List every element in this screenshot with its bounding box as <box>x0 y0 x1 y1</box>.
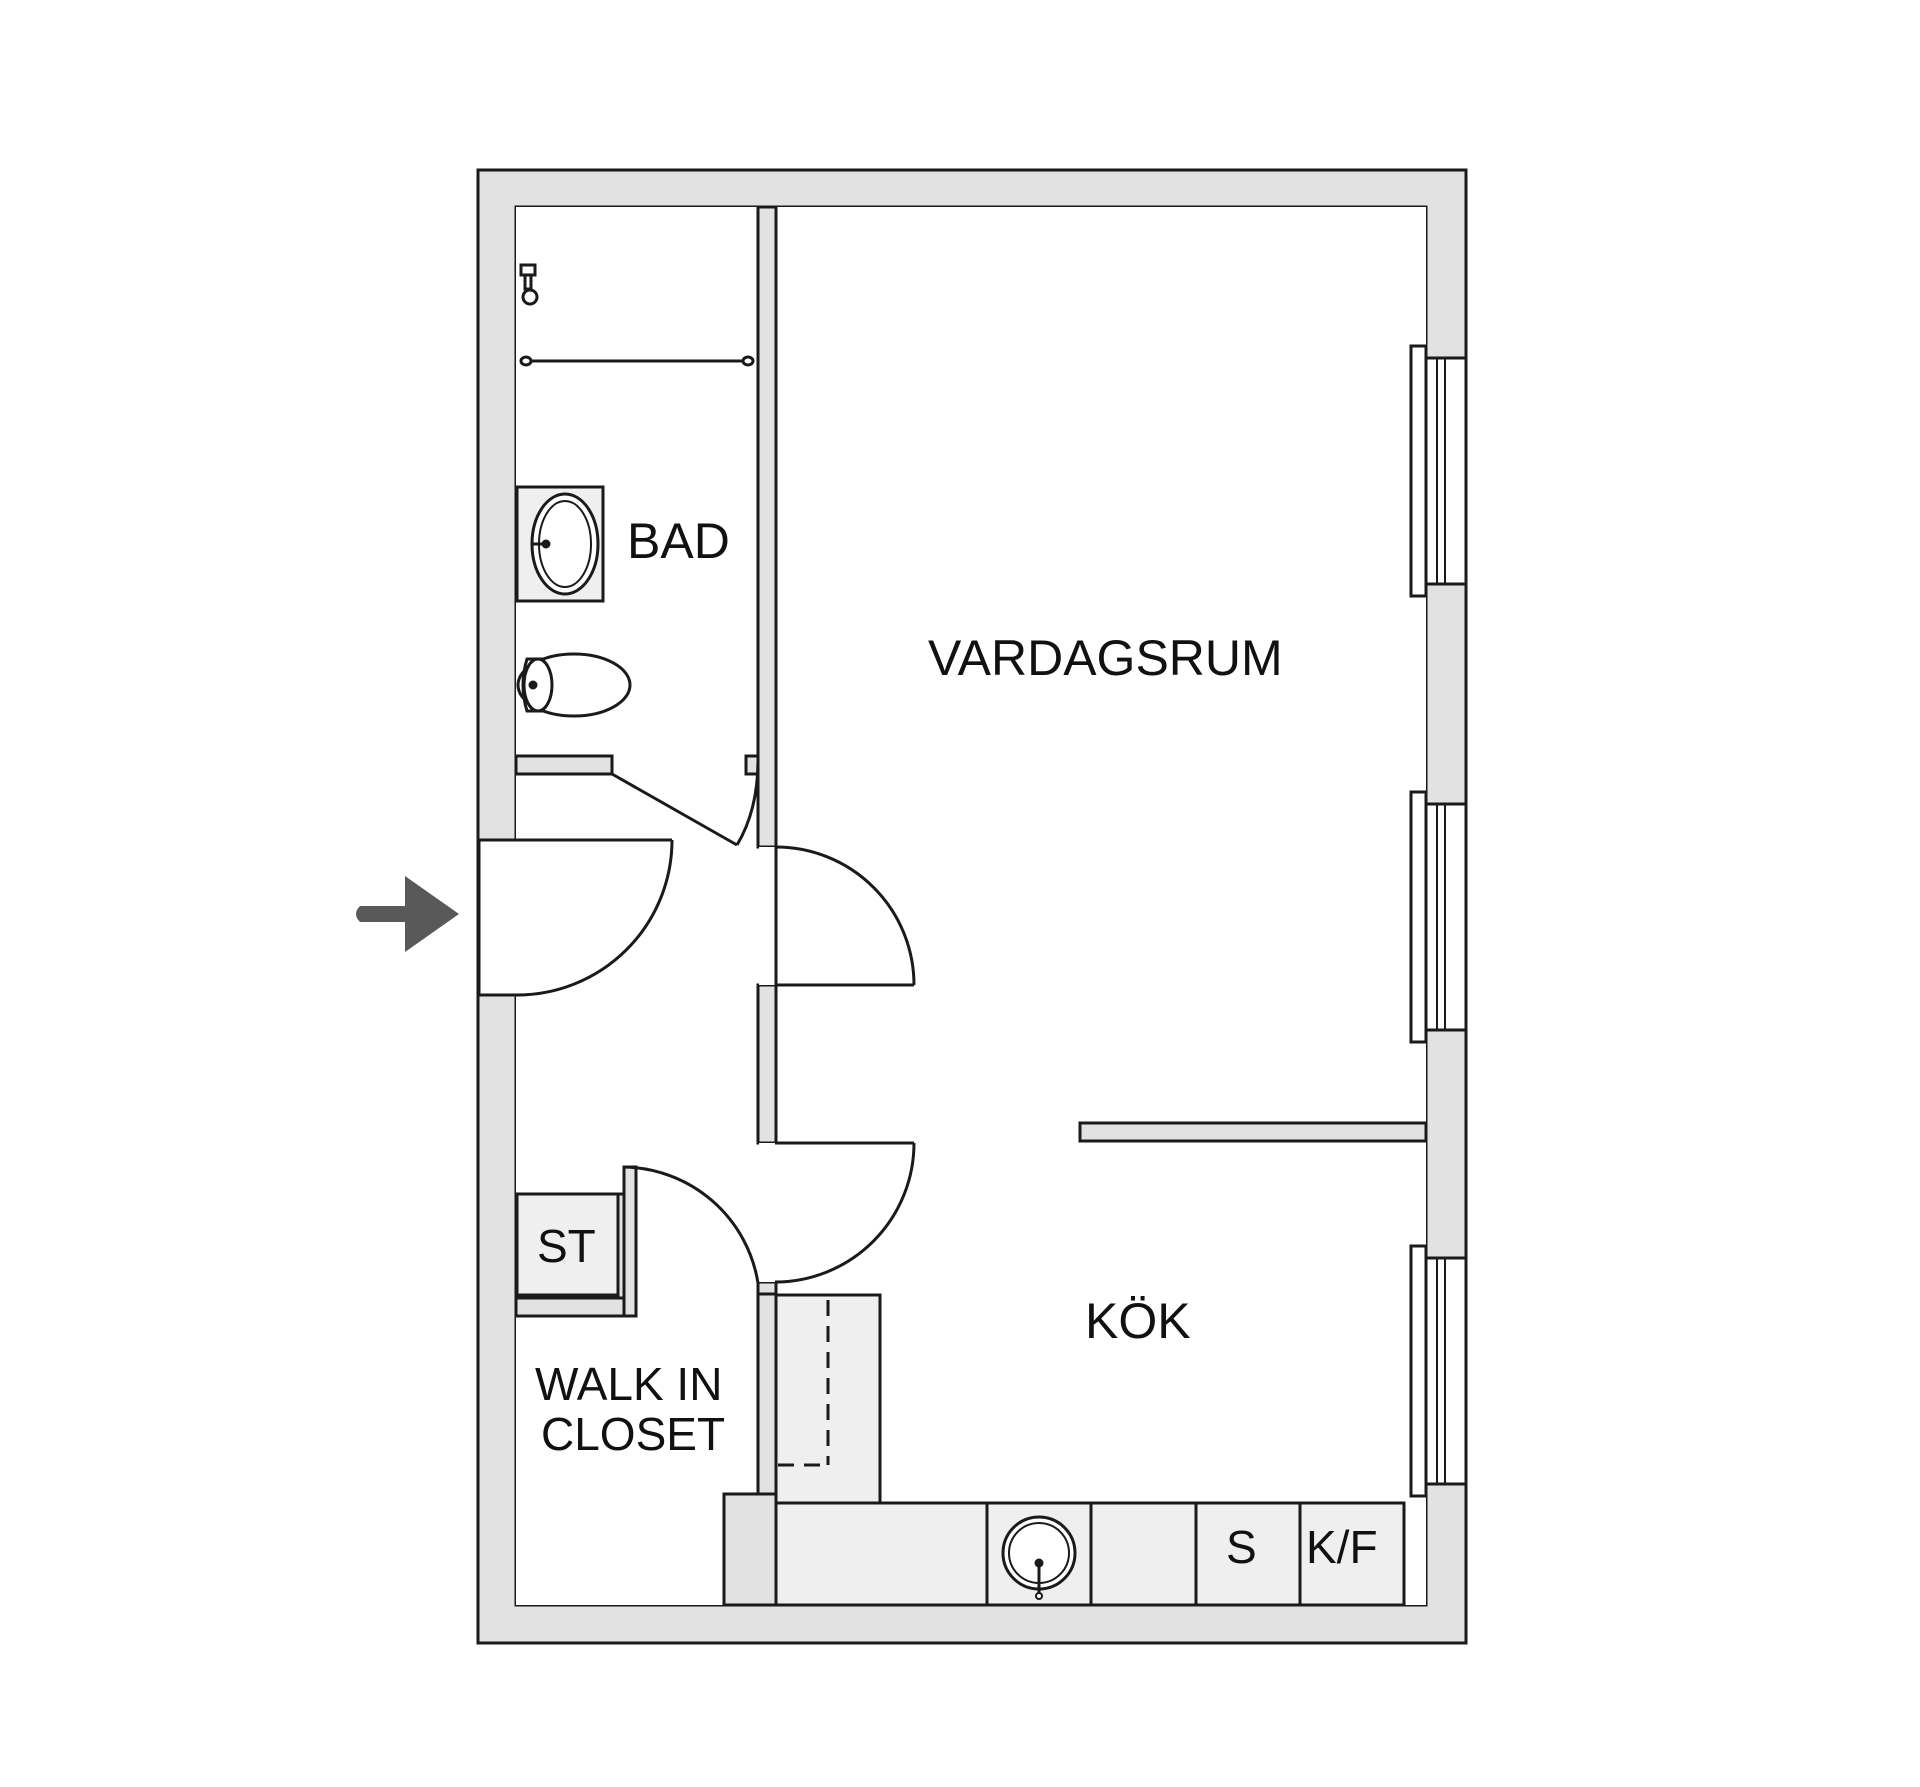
room-label-bad: BAD <box>627 513 730 569</box>
entrance-door <box>477 838 674 997</box>
room-label-st: ST <box>537 1220 596 1272</box>
room-label-vardagsrum: VARDAGSRUM <box>928 630 1283 686</box>
living-room-door <box>774 845 916 987</box>
room-label-kok: KÖK <box>1085 1293 1191 1349</box>
room-label-walk-in: WALK IN <box>535 1358 722 1410</box>
room-label-closet: CLOSET <box>541 1408 725 1460</box>
shower-icon <box>519 263 755 367</box>
storage-st <box>515 1192 620 1297</box>
bathroom-door <box>611 759 760 847</box>
kitchen-cabinet <box>774 1293 882 1505</box>
sink-icon <box>515 485 605 603</box>
toilet-icon <box>516 652 632 718</box>
window-lower-right <box>1409 1244 1468 1498</box>
window-upper-right <box>1409 344 1468 598</box>
window-middle-right <box>1409 790 1468 1044</box>
kitchen-sink-icon <box>1001 1515 1077 1600</box>
closet-door <box>622 1165 760 1305</box>
appliance-label-fridge-freezer: K/F <box>1306 1521 1378 1573</box>
appliance-label-stove: S <box>1226 1521 1257 1573</box>
kitchen-door <box>775 1141 916 1284</box>
entrance-arrow-icon <box>356 876 459 952</box>
